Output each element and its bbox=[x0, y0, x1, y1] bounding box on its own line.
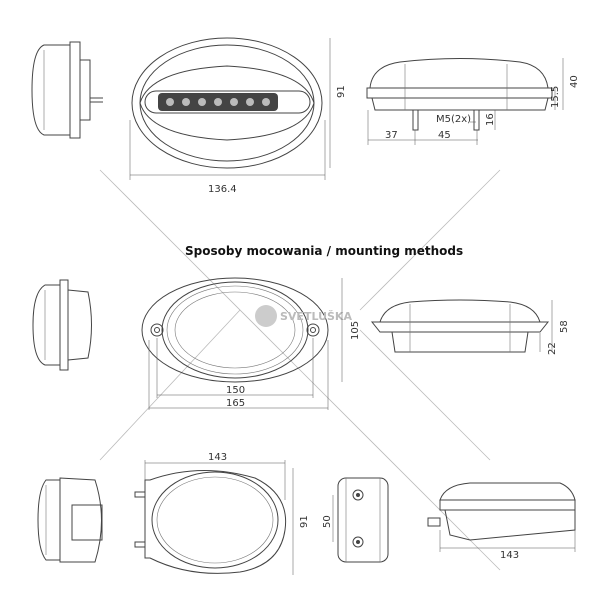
dim-bolt-length: 16 bbox=[485, 113, 496, 126]
dim-spacing: 45 bbox=[438, 130, 451, 141]
dim-bolt-spacing: 50 bbox=[322, 515, 333, 528]
middle-side-view-left bbox=[32, 279, 92, 371]
dim-bottom-side-width: 143 bbox=[500, 550, 519, 561]
watermark-text: SVETLUŠKA bbox=[280, 310, 352, 323]
dim-top-width: 136.4 bbox=[208, 184, 237, 195]
dim-middle-side-height: 58 bbox=[559, 320, 570, 333]
dim-bottom-width: 143 bbox=[208, 452, 227, 463]
bottom-side-view-left bbox=[37, 477, 103, 563]
middle-front-view: SVETLUŠKA 150 165 105 bbox=[141, 277, 361, 410]
middle-side-view-right: 58 22 bbox=[370, 299, 570, 355]
dim-bottom-height: 91 bbox=[299, 515, 310, 528]
dim-top-height: 91 bbox=[336, 85, 347, 98]
bottom-rear-view: 50 bbox=[322, 477, 389, 563]
dim-middle-side-base: 22 bbox=[547, 342, 558, 355]
dim-offset: 37 bbox=[385, 130, 398, 141]
dim-outer-width: 165 bbox=[226, 398, 245, 409]
section-title: Sposoby mocowania / mounting methods bbox=[185, 244, 463, 258]
dim-side-base: 15.5 bbox=[550, 86, 561, 108]
dim-inner-width: 150 bbox=[226, 385, 245, 396]
top-front-view: 136.4 91 bbox=[129, 37, 347, 195]
bottom-side-view-right: 143 bbox=[427, 482, 576, 561]
top-side-view-right: 37 45 M5(2x) 16 40 15.5 bbox=[366, 58, 580, 145]
dim-side-height: 40 bbox=[569, 75, 580, 88]
bolt-label: M5(2x) bbox=[436, 114, 471, 125]
dim-middle-height: 105 bbox=[350, 321, 361, 340]
watermark-logo: SVETLUŠKA bbox=[255, 305, 352, 327]
bottom-front-view: 143 91 bbox=[134, 452, 310, 575]
guide-lines bbox=[99, 169, 501, 571]
top-side-view-left bbox=[31, 41, 103, 139]
